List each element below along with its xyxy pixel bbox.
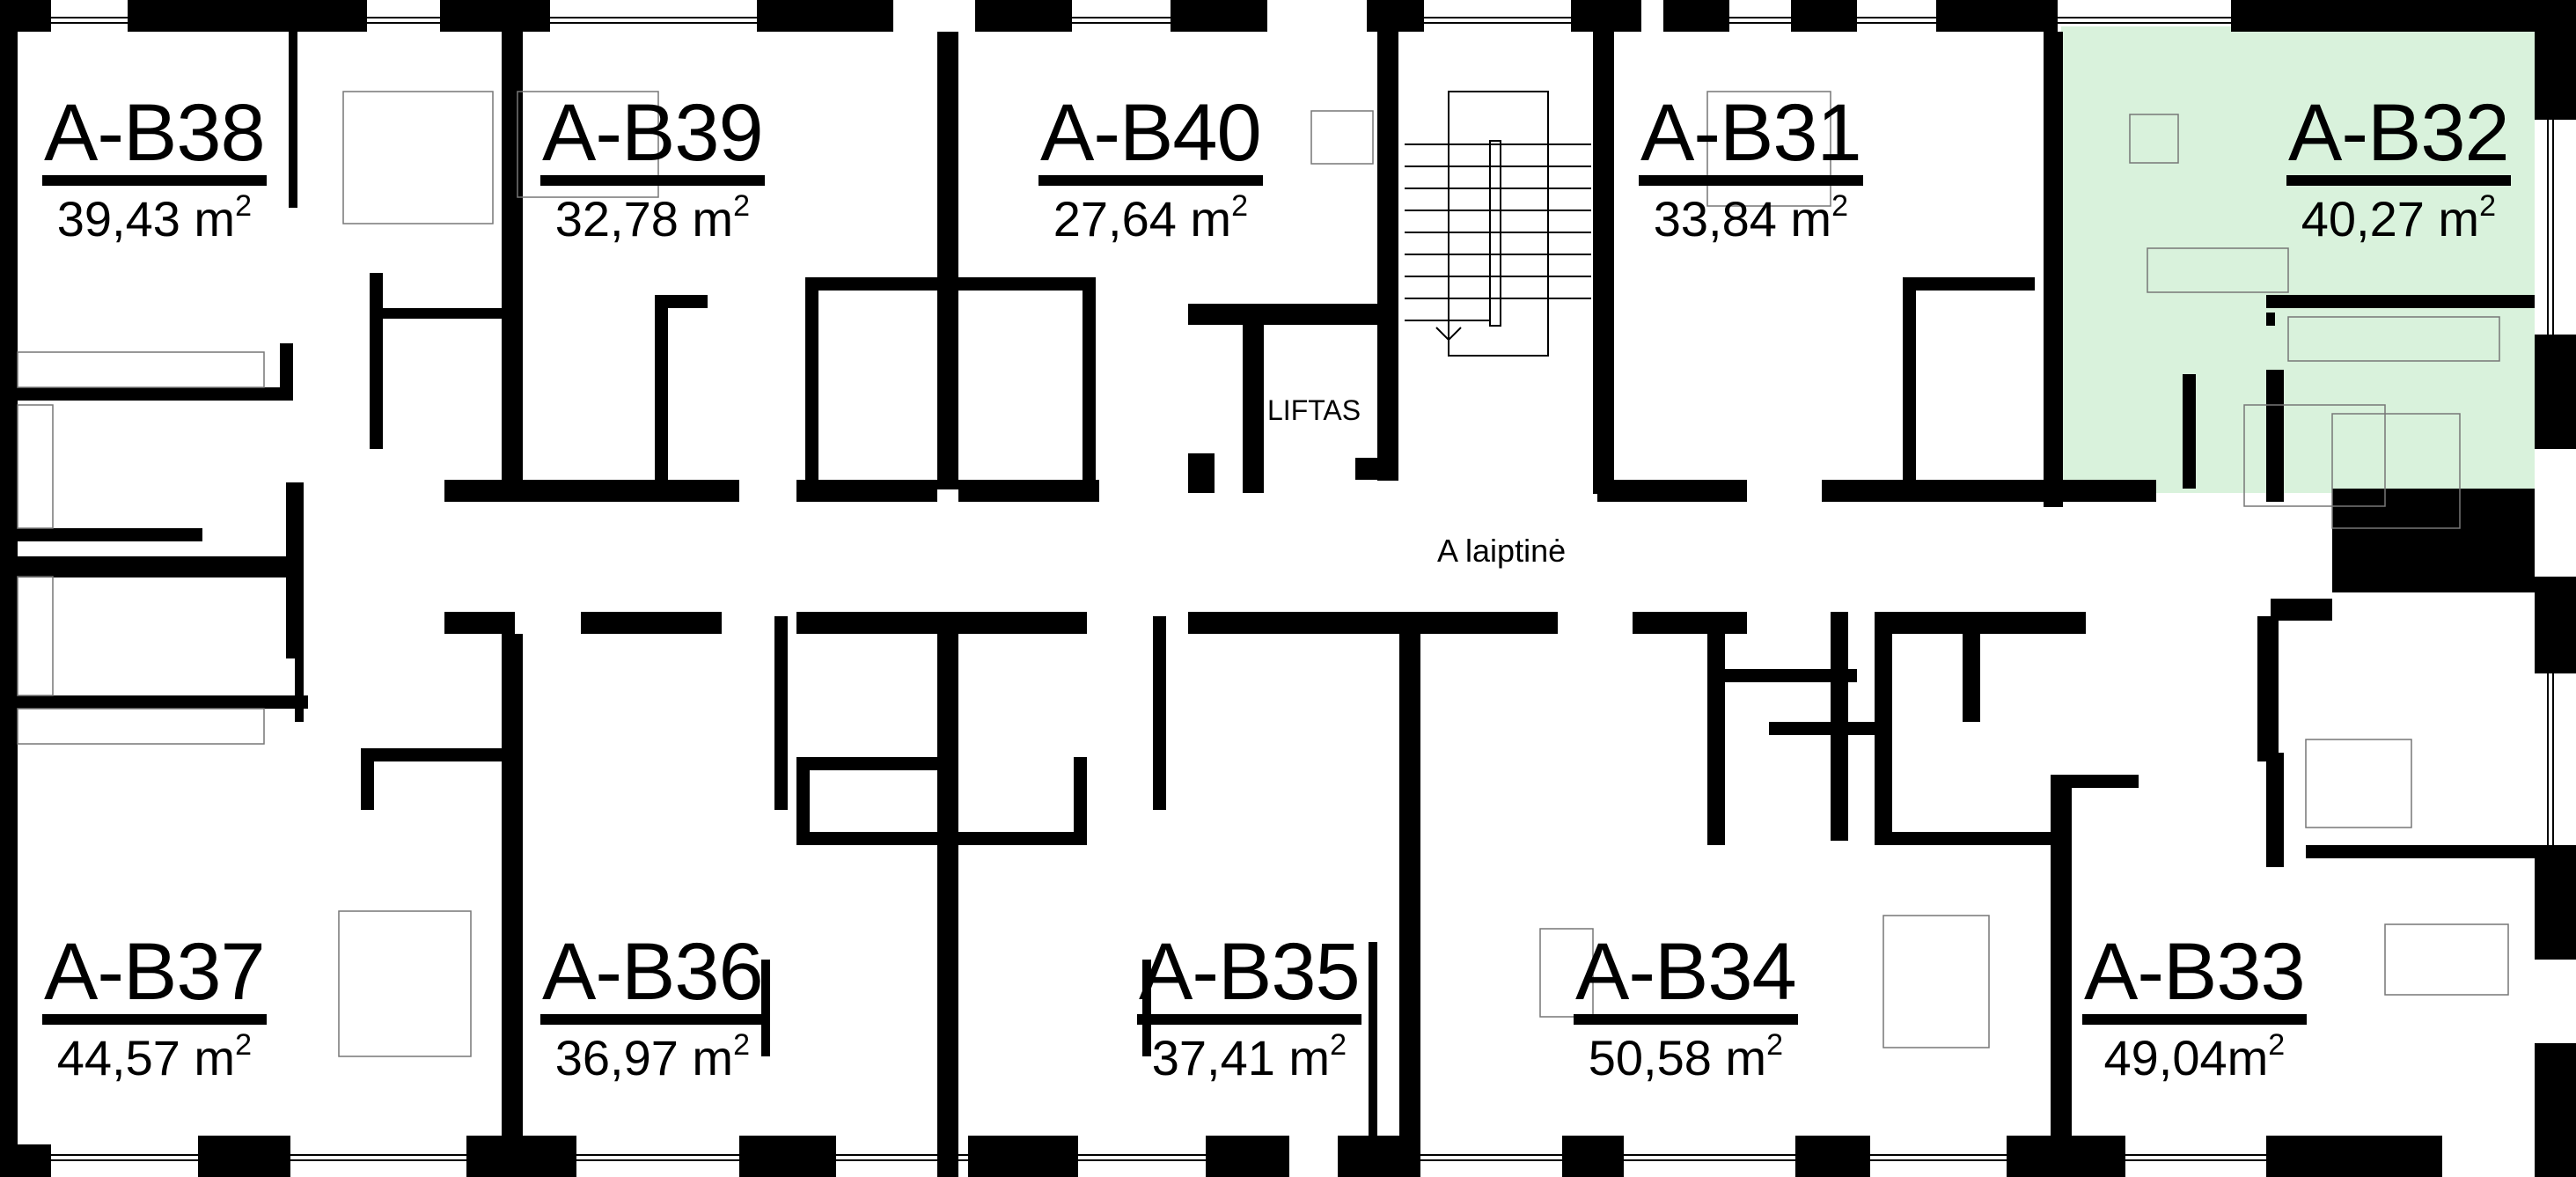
unit-area: 27,64 m2 — [1053, 189, 1248, 246]
unit-area: 32,78 m2 — [554, 189, 750, 246]
unit-label-a-b31[interactable]: A-B31 33,84 m2 — [1639, 92, 1863, 244]
unit-area: 44,57 m2 — [56, 1028, 252, 1085]
unit-code: A-B35 — [1137, 931, 1361, 1025]
unit-area: 39,43 m2 — [56, 189, 252, 246]
unit-code: A-B36 — [540, 931, 765, 1025]
staircase — [1405, 91, 1591, 357]
unit-code: A-B31 — [1639, 92, 1863, 186]
unit-label-a-b36[interactable]: A-B36 36,97 m2 — [540, 931, 765, 1083]
unit-label-a-b35[interactable]: A-B35 37,41 m2 — [1137, 931, 1361, 1083]
unit-code: A-B33 — [2082, 931, 2307, 1025]
windows — [51, 17, 2554, 1161]
lift-label: LIFTAS — [1267, 394, 1361, 426]
unit-label-a-b37[interactable]: A-B37 44,57 m2 — [42, 931, 267, 1083]
unit-highlight-a-b32-bath[interactable] — [2061, 370, 2269, 493]
unit-area: 40,27 m2 — [2301, 189, 2496, 246]
unit-label-a-b40[interactable]: A-B40 27,64 m2 — [1038, 92, 1263, 244]
unit-area: 49,04m2 — [2103, 1028, 2286, 1085]
unit-code: A-B39 — [540, 92, 765, 186]
unit-area: 36,97 m2 — [554, 1028, 750, 1085]
stairwell-label: A laiptinė — [1437, 533, 1567, 569]
unit-code: A-B38 — [42, 92, 267, 186]
unit-area: 33,84 m2 — [1653, 189, 1848, 246]
unit-label-a-b33[interactable]: A-B33 49,04m2 — [2082, 931, 2307, 1083]
unit-label-a-b34[interactable]: A-B34 50,58 m2 — [1574, 931, 1798, 1083]
unit-code: A-B37 — [42, 931, 267, 1025]
unit-code: A-B32 — [2286, 92, 2511, 186]
unit-code: A-B34 — [1574, 931, 1798, 1025]
unit-code: A-B40 — [1038, 92, 1263, 186]
unit-label-a-b32[interactable]: A-B32 40,27 m2 — [2286, 92, 2511, 244]
unit-area: 37,41 m2 — [1151, 1028, 1347, 1085]
unit-area: 50,58 m2 — [1588, 1028, 1783, 1085]
unit-label-a-b38[interactable]: A-B38 39,43 m2 — [42, 92, 267, 244]
unit-label-a-b39[interactable]: A-B39 32,78 m2 — [540, 92, 765, 244]
furniture — [17, 91, 2509, 1057]
